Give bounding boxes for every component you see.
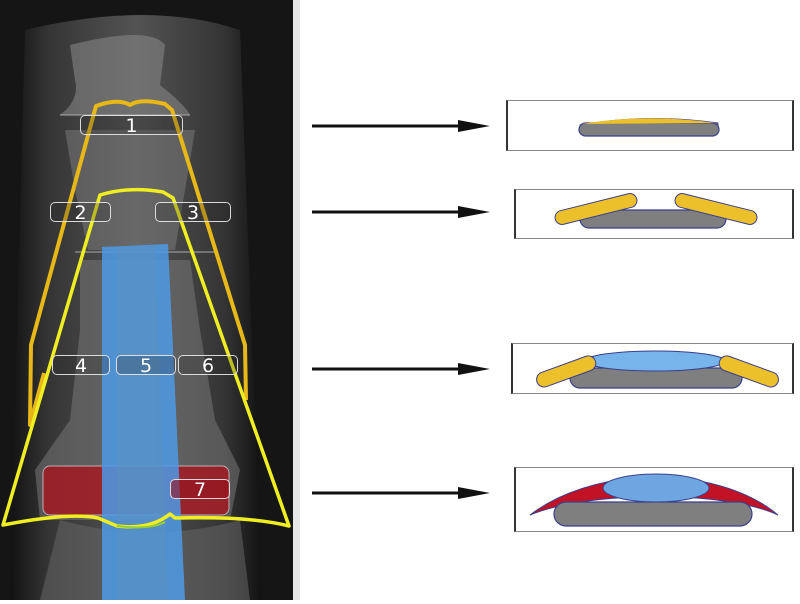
arrow-4-icon	[312, 487, 490, 499]
cross-section-1-diagram	[578, 117, 720, 137]
cross-section-panel-3	[511, 343, 794, 394]
arrow-1-icon	[312, 120, 490, 132]
arrow-3-icon	[312, 363, 490, 375]
cross-section-panel-4	[514, 467, 794, 532]
cross-section-panel-1	[506, 100, 794, 151]
cross-section-panel-2	[514, 189, 794, 239]
arrow-2-icon	[312, 206, 490, 218]
region-label-1: 1	[80, 115, 183, 136]
cross-section-3-diagram	[536, 350, 779, 389]
cross-section-2-diagram	[554, 193, 758, 229]
region-label-3: 3	[155, 202, 231, 223]
region-label-5: 5	[116, 355, 176, 376]
cross-section-4-diagram	[529, 473, 779, 527]
region-label-6: 6	[178, 355, 238, 376]
xray-overlay	[0, 0, 300, 600]
region-label-2: 2	[50, 202, 111, 223]
finger-xray-image: 1 2 3 4 5 6 7	[0, 0, 300, 600]
region-label-7: 7	[170, 479, 230, 500]
region-label-4: 4	[52, 355, 110, 376]
